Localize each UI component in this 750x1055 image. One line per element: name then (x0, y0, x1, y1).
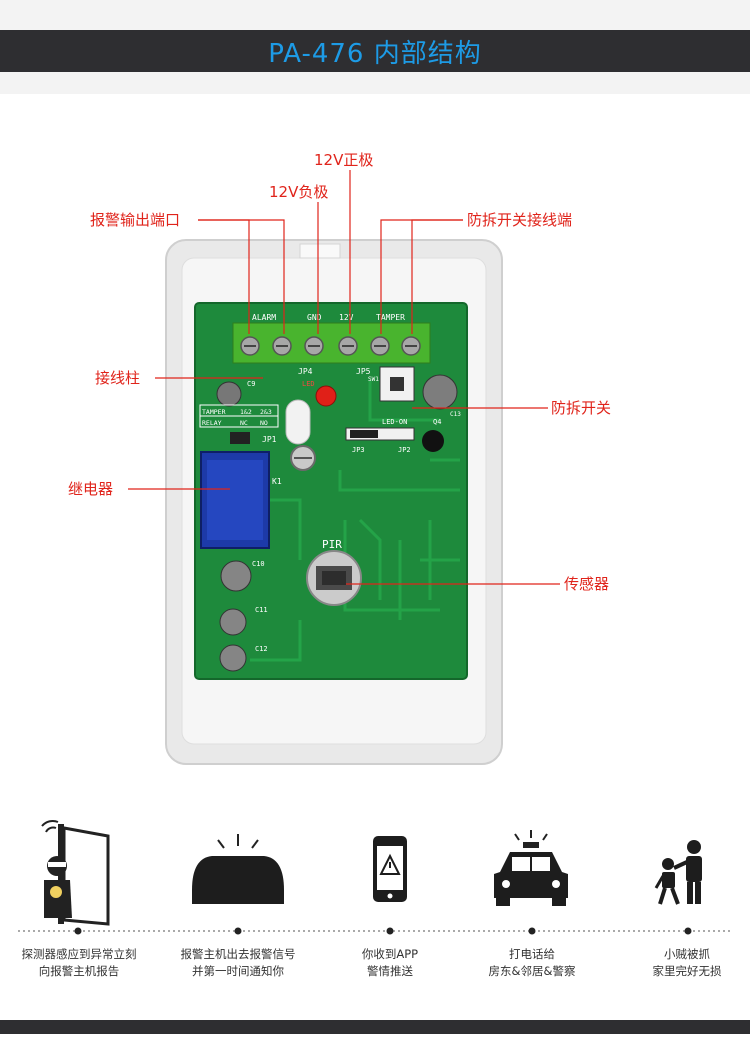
label-alarm-output: 报警输出端口 (90, 211, 181, 229)
step-caption-1: 探测器感应到异常立刻 向报警主机报告 (21, 947, 137, 978)
label-12v-negative: 12V负极 (269, 183, 329, 201)
svg-text:C9: C9 (247, 380, 255, 388)
alarm-host-icon (192, 834, 284, 904)
capacitor-c12 (219, 644, 247, 672)
capacitor-c11 (219, 608, 247, 636)
terminal-block (232, 322, 431, 364)
title-bar: PA-476 内部结构 (0, 30, 750, 72)
step-caption-5: 小贼被抓 家里完好无损 (652, 947, 722, 978)
svg-text:C12: C12 (255, 645, 268, 653)
terminal-label-tamper: TAMPER (376, 313, 405, 322)
page-title: PA-476 内部结构 (268, 38, 482, 69)
terminal-label-12v: 12V (339, 313, 354, 322)
label-relay: 继电器 (68, 480, 114, 498)
svg-text:PIR: PIR (322, 538, 342, 551)
step-caption-3: 你收到APP 警情推送 (361, 947, 419, 978)
svg-text:LED-ON: LED-ON (382, 418, 407, 426)
jumper-jp1 (230, 432, 250, 444)
svg-text:NC: NC (240, 419, 248, 427)
svg-text:Q4: Q4 (433, 418, 441, 426)
terminal-label-alarm: ALARM (252, 313, 276, 322)
svg-text:C11: C11 (255, 606, 268, 614)
label-tamper-terminal: 防拆开关接线端 (467, 211, 573, 229)
svg-text:SW1: SW1 (368, 376, 379, 383)
label-terminal-post: 接线柱 (95, 369, 141, 387)
led (315, 385, 337, 407)
jp5-label: JP5 (356, 367, 371, 376)
pcb-traces (250, 380, 460, 662)
thief-door-icon (41, 819, 110, 926)
svg-text:C10: C10 (252, 560, 265, 568)
svg-text:C13: C13 (450, 411, 461, 418)
svg-text:JP2: JP2 (398, 446, 411, 454)
police-car-icon (494, 830, 568, 906)
phone-alert-icon (373, 836, 407, 902)
svg-text:LED: LED (302, 380, 315, 388)
label-sensor: 传感器 (564, 575, 610, 593)
label-12v-positive: 12V正极 (314, 151, 374, 169)
svg-text:1&2: 1&2 (240, 408, 252, 416)
transistor-q4 (422, 430, 444, 452)
step-caption-4: 打电话给 房东&邻居&警察 (488, 947, 576, 978)
svg-text:RELAY: RELAY (202, 419, 222, 427)
svg-text:TAMPER: TAMPER (202, 408, 226, 416)
jp4-label: JP4 (298, 367, 313, 376)
timeline-dots (74, 927, 692, 935)
mount-slot (285, 399, 311, 445)
footer-bar (0, 1020, 750, 1034)
callout-lines (128, 170, 560, 585)
arrest-icon (654, 840, 702, 905)
capacitor-c13 (422, 374, 458, 410)
step-caption-2: 报警主机出去报警信号 并第一时间通知你 (180, 947, 296, 978)
svg-text:K1: K1 (272, 477, 282, 486)
svg-text:JP1: JP1 (262, 435, 277, 444)
label-tamper-switch: 防拆开关 (551, 399, 612, 417)
capacitor-c10 (220, 560, 252, 592)
svg-text:NO: NO (260, 419, 268, 427)
terminal-label-gnd: GND (307, 313, 322, 322)
svg-text:JP3: JP3 (352, 446, 365, 454)
svg-text:2&3: 2&3 (260, 408, 272, 416)
capacitor-c9 (216, 381, 242, 407)
